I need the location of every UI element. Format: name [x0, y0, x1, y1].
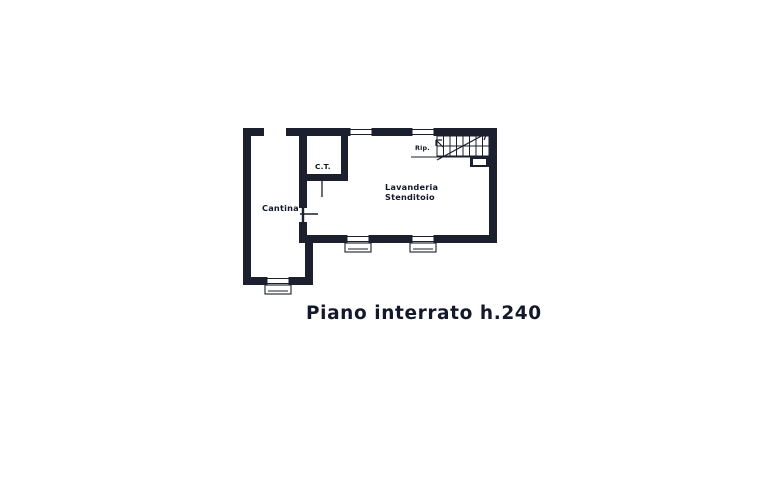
- interior-wall-ct: [307, 128, 348, 181]
- room-label-ct: C.T.: [315, 162, 331, 171]
- window-bottom-right: [409, 235, 437, 253]
- staircase: [411, 132, 490, 167]
- interior-wall-cantina: [299, 128, 307, 243]
- room-label-lavanderia-line2: Stenditoio: [385, 192, 435, 202]
- room-label-cantina: Cantina: [262, 203, 299, 213]
- window-cantina-bottom: [264, 277, 292, 295]
- building-walls: [243, 128, 497, 285]
- door-opening-cantina: [300, 208, 318, 222]
- plan-caption: Piano interrato h.240: [306, 303, 542, 324]
- window-bottom-left: [344, 235, 372, 253]
- window-top-right: [411, 128, 435, 136]
- room-label-lavanderia-line1: Lavanderia: [385, 182, 438, 192]
- wall-recess-top-left: [264, 128, 286, 136]
- plan-caption-text: Piano interrato h.240: [306, 303, 542, 324]
- room-label-ripostiglio: Rip.: [415, 144, 430, 152]
- window-top-left: [349, 128, 373, 136]
